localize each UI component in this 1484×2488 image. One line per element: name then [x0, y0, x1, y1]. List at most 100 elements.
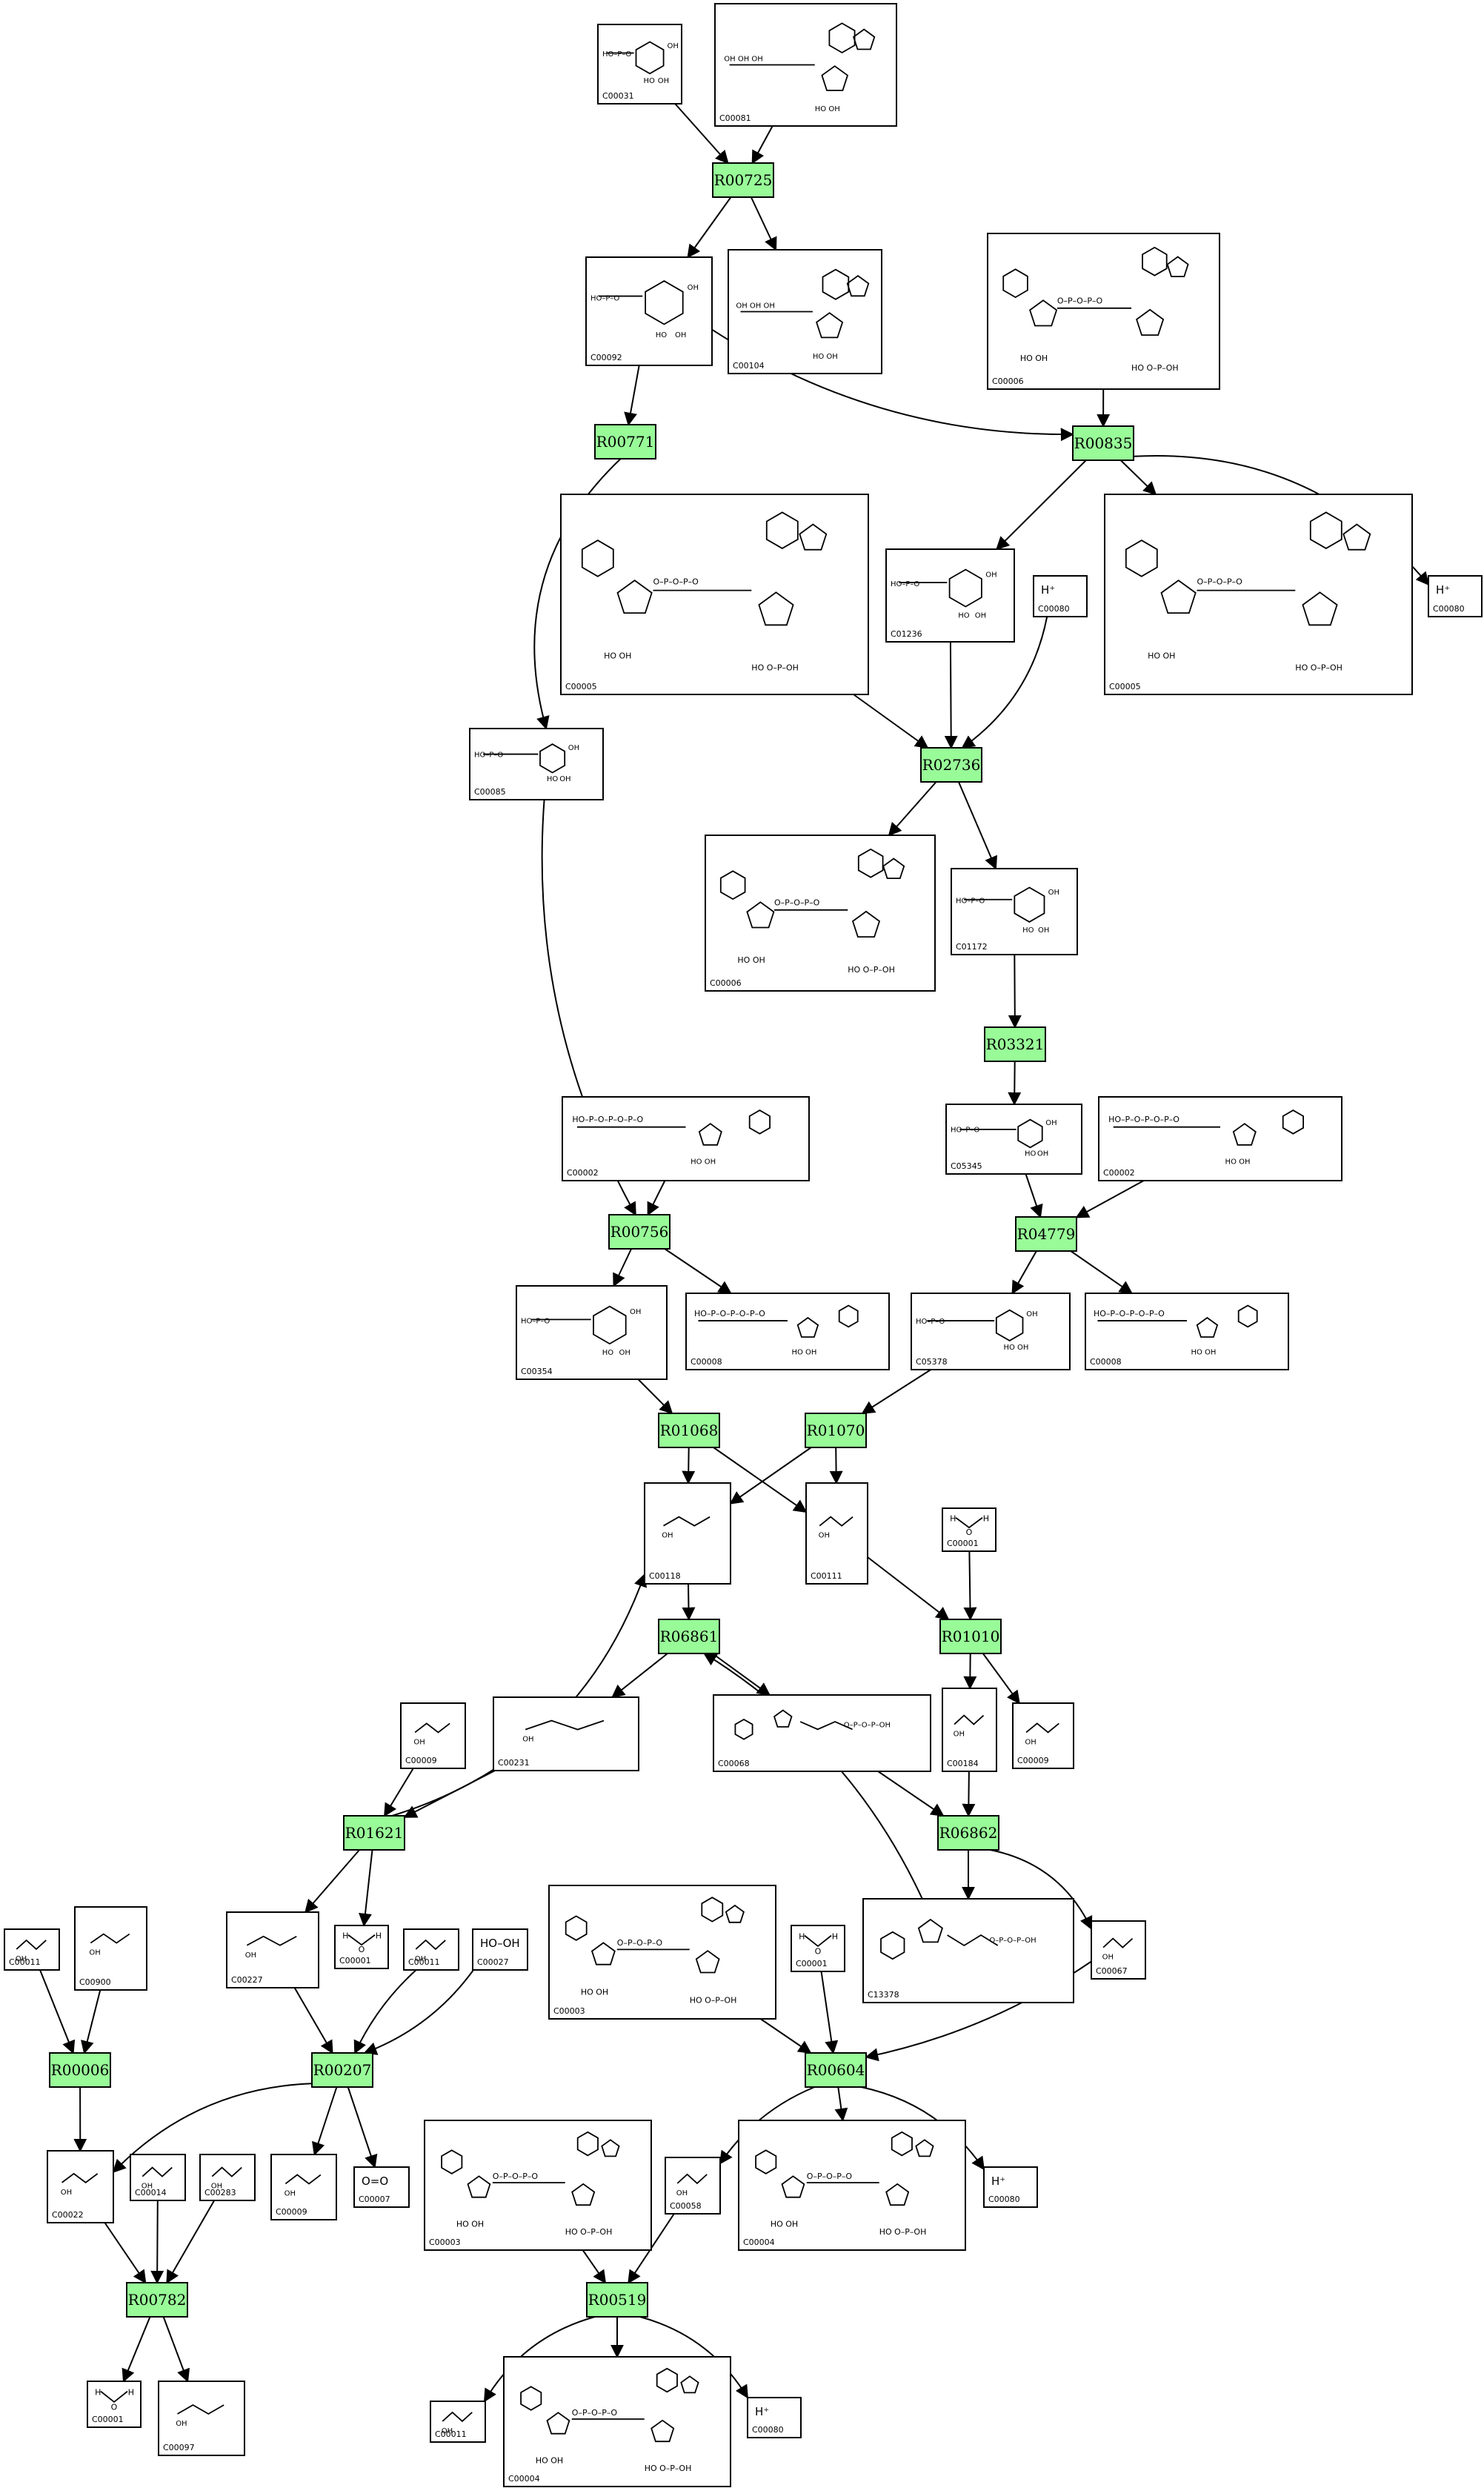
reaction-box[interactable] [805, 2052, 867, 2088]
compound-box[interactable] [226, 1911, 319, 1988]
reaction-box[interactable] [920, 747, 982, 783]
compound-box[interactable] [1091, 1920, 1146, 1980]
reaction-r00519[interactable]: R00519 [586, 2282, 648, 2318]
compound-box[interactable] [469, 728, 604, 800]
compound-box[interactable] [400, 1702, 466, 1769]
compound-box[interactable] [47, 2150, 114, 2223]
reaction-box[interactable] [1072, 425, 1134, 461]
reaction-r01068[interactable]: R01068 [658, 1413, 720, 1448]
reaction-box[interactable] [658, 1413, 720, 1448]
compound-c00080d[interactable]: H⁺C00080 [747, 2397, 802, 2438]
reaction-r00771[interactable]: R00771 [594, 424, 656, 460]
compound-box[interactable] [516, 1285, 668, 1380]
compound-box[interactable] [562, 1096, 810, 1181]
compound-box[interactable] [158, 2381, 245, 2456]
compound-box[interactable] [945, 1104, 1082, 1175]
compound-box[interactable] [983, 2166, 1038, 2208]
reaction-r00756[interactable]: R00756 [608, 1214, 671, 1250]
compound-box[interactable] [738, 2120, 966, 2251]
compound-box[interactable] [74, 1906, 147, 1991]
compound-box[interactable] [1012, 1702, 1074, 1769]
compound-box[interactable] [1085, 1293, 1289, 1370]
compound-box[interactable] [942, 1688, 997, 1772]
reaction-box[interactable] [586, 2282, 648, 2318]
compound-box[interactable] [713, 1694, 931, 1772]
compound-c00080c[interactable]: H⁺C00080 [983, 2166, 1038, 2208]
reaction-box[interactable] [984, 1026, 1046, 1062]
compound-box[interactable] [430, 2401, 486, 2443]
compound-box[interactable] [747, 2397, 802, 2438]
compound-box[interactable] [644, 1482, 731, 1585]
reaction-box[interactable] [343, 1815, 405, 1851]
compound-box[interactable] [472, 1928, 528, 1971]
compound-box[interactable] [4, 1928, 60, 1971]
reaction-box[interactable] [939, 1619, 1002, 1654]
reaction-r00835[interactable]: R00835 [1072, 425, 1134, 461]
reaction-r04779[interactable]: R04779 [1015, 1216, 1077, 1252]
reaction-box[interactable] [937, 1815, 999, 1851]
reaction-r00604[interactable]: R00604 [805, 2052, 867, 2088]
compound-box[interactable] [403, 1928, 459, 1971]
reaction-r02736[interactable]: R02736 [920, 747, 982, 783]
reaction-r00006[interactable]: R00006 [49, 2052, 111, 2088]
reaction-r03321[interactable]: R03321 [984, 1026, 1046, 1062]
reaction-box[interactable] [311, 2052, 373, 2088]
compound-box[interactable] [705, 835, 936, 992]
reaction-r00207[interactable]: R00207 [311, 2052, 373, 2088]
compound-box[interactable] [560, 494, 869, 695]
reaction-r01010[interactable]: R01010 [939, 1619, 1002, 1654]
compound-c00080a[interactable]: H⁺C00080 [1033, 575, 1088, 617]
reaction-box[interactable] [1015, 1216, 1077, 1252]
compound-box[interactable] [548, 1885, 776, 2020]
compound-box[interactable] [1033, 575, 1088, 617]
compound-box[interactable] [1098, 1096, 1342, 1181]
reaction-box[interactable] [126, 2282, 188, 2318]
compound-box[interactable] [1428, 575, 1483, 617]
compound-box[interactable] [1104, 494, 1413, 695]
compound-box[interactable] [503, 2356, 731, 2487]
compound-box[interactable] [862, 1898, 1074, 2003]
reaction-box[interactable] [658, 1619, 720, 1654]
compound-c00080b[interactable]: H⁺C00080 [1428, 575, 1483, 617]
compound-box[interactable] [270, 2154, 337, 2220]
reaction-r00782[interactable]: R00782 [126, 2282, 188, 2318]
compound-box[interactable] [334, 1925, 389, 1969]
reaction-box[interactable] [805, 1413, 867, 1448]
compound-box[interactable] [665, 2157, 721, 2215]
compound-box[interactable] [597, 24, 682, 105]
compound-box[interactable] [987, 233, 1220, 390]
reaction-r06861[interactable]: R06861 [658, 1619, 720, 1654]
